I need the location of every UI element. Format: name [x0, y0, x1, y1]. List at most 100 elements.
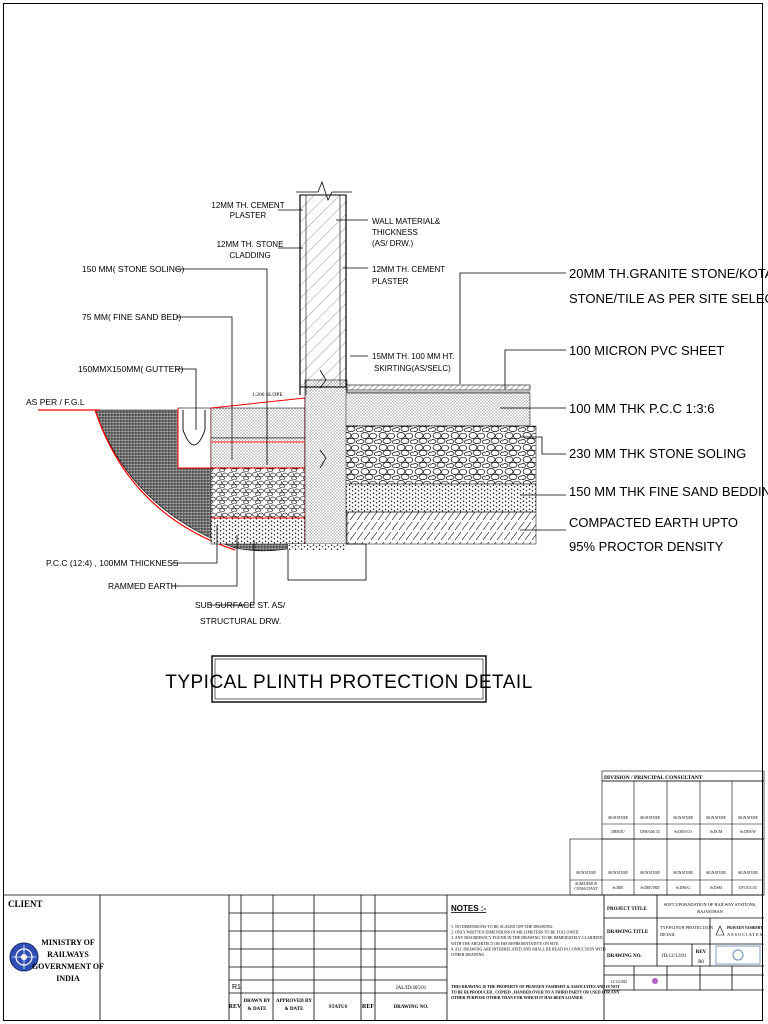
firm-name-1: PRAVEEN VASHISHT: [727, 926, 763, 930]
notes-title: NOTES :-: [451, 904, 486, 913]
signature-label: SIGNATURE: [608, 871, 629, 875]
signature-role: Sr.DEE: [613, 886, 625, 890]
signature-role: Sr.DSM: [710, 886, 722, 890]
property-line: THIS DRAWING IS THE PROPERTY OF PRAVEEN …: [451, 984, 620, 989]
right-floor-layers: [319, 384, 537, 545]
client-name-1: MINISTRY OF: [41, 938, 95, 947]
consultant-grid: [569, 770, 765, 896]
firm-date: 12/12/2023: [611, 980, 628, 984]
client-name-4: INDIA: [56, 974, 80, 983]
rev-header-status: STATUS: [329, 1005, 348, 1010]
firm-name-2: ASSOCIATES: [727, 932, 763, 937]
label-cement-plaster-1: 12MM TH. CEMENT: [211, 201, 284, 210]
label-stone-cladding-2: CLADDING: [229, 251, 270, 260]
note-line: 3. ANY DISCREPANCY FOUND IN THE DRAWING …: [451, 935, 603, 940]
label-compacted-earth-1: COMPACTED EARTH UPTO: [569, 515, 738, 530]
signature-row-top: SIGNATURE DRM/JU SIGNATURE CPM/GM/.JU SIGNAT…: [608, 816, 759, 834]
label-sub-surface-1: SUB SURFACE ST. AS/: [195, 600, 286, 610]
labels-mid: WALL MATERIAL& THICKNESS (AS/ DRW.) 12MM…: [372, 217, 455, 373]
signature-label: SIGNATURE: [640, 816, 661, 820]
note-line: OTHER DRAWING: [451, 952, 484, 957]
signature-label: SIGNATURE: [706, 816, 727, 820]
label-cement-plaster-right-2: PLASTER: [372, 277, 409, 286]
label-stone-soling: 150 MM( STONE SOLING): [82, 264, 185, 274]
label-wall-material-1: WALL MATERIAL&: [372, 217, 441, 226]
property-note: THIS DRAWING IS THE PROPERTY OF PRAVEEN …: [451, 984, 620, 1000]
label-sub-surface-2: STRUCTURAL DRW.: [200, 616, 281, 626]
drawing-title-1: TYP.PLINTH PROTECTION: [660, 925, 714, 930]
label-granite-1: 20MM TH.GRANITE STONE/KOTA: [569, 266, 768, 281]
rev-label: REV: [696, 950, 707, 955]
label-pcc-left: P.C.C (12:4) , 100MM THICKNESS: [46, 558, 179, 568]
project-title-label: PROJECT TITLE: [607, 907, 647, 912]
drawing-title-2: DETAIL: [660, 932, 676, 937]
signature-label: SIGNATURE: [673, 871, 694, 875]
signature-role: DRM/JU: [611, 830, 625, 834]
drawing-title: TYPICAL PLINTH PROTECTION DETAIL: [165, 672, 533, 693]
consultant-header: DIVISION / PRINCIPAL CONSULTANT: [604, 775, 703, 781]
signature-role: Sr.DEN/CO: [674, 830, 692, 834]
label-skirting-2: SKIRTING(AS/SELC): [374, 364, 451, 373]
label-fine-sand-bed: 75 MM( FINE SAND BED): [82, 312, 181, 322]
label-slope: 1:200 SLOPE: [252, 392, 283, 398]
drawing-title-label: DRAWING TITLE: [607, 930, 649, 935]
signature-role: Sr.DEE/TRD: [640, 886, 659, 890]
label-pcc-right: 100 MM THK P.C.C 1:3:6: [569, 401, 714, 416]
rev-header-drawn: DRAWN BY& DATE: [243, 999, 270, 1012]
client-label: CLIENT: [8, 899, 43, 909]
rev-drawing-no: JAL/ID/405/01: [396, 986, 427, 991]
drawing-title-box: TYPICAL PLINTH PROTECTION DETAIL: [165, 655, 533, 703]
rev-header-ref: REF: [362, 1004, 374, 1010]
drawing-no: JD/12/12/01: [662, 954, 687, 959]
signature-role: AGM/DESIGN: [575, 882, 598, 886]
notes-list: 1. NO DIMENSIONS TO BE SCALED OFF THE DR…: [451, 924, 606, 957]
note-line: WITH THE ARCHITECT OR HIS REPRESENTATIVE…: [451, 941, 559, 946]
label-cement-plaster-right-1: 12MM TH. CEMENT: [372, 265, 445, 274]
leader-lines-right: [336, 219, 566, 531]
signature-role: CONSULTANT: [574, 887, 598, 891]
stamp-icon: [652, 978, 658, 984]
foundation-step: [287, 379, 367, 581]
note-line: 4. ALL DRAWING ARE INTERRELATED AND SHAL…: [451, 946, 606, 951]
leader-lines-left: [172, 209, 303, 606]
project-title-2: RAJASTHAN: [697, 909, 723, 914]
label-sand-bedding: 150 MM THK FINE SAND BEDDING: [569, 484, 768, 499]
rev-value: R1: [232, 984, 241, 991]
title-block-frame: [3, 894, 764, 1021]
signature-label: SIGNATURE: [673, 816, 694, 820]
drawing-sheet: [3, 3, 763, 1021]
signature-role: Sr.DEN/W: [740, 830, 756, 834]
qr-logo: [715, 945, 761, 965]
label-skirting-1: 15MM TH. 100 MM HT.: [372, 352, 455, 361]
label-stone-soling-right: 230 MM THK STONE SOLING: [569, 446, 746, 461]
gutter: [177, 407, 212, 469]
label-cement-plaster-2: PLASTER: [230, 211, 267, 220]
label-rammed-earth: RAMMED EARTH: [108, 581, 177, 591]
client-name-2: RAILWAYS: [47, 950, 89, 959]
wall: [296, 180, 352, 395]
rev-header-drawing-no: DRAWING NO.: [394, 1005, 429, 1010]
note-line: 1. NO DIMENSIONS TO BE SCALED OFF THE DR…: [451, 924, 553, 929]
property-line: TO BE REPRODUCED , COPIED , HANDED OVER …: [451, 990, 620, 995]
label-wall-material-2: THICKNESS: [372, 228, 418, 237]
signature-role: Sr.DSE/G: [676, 886, 691, 890]
signature-label: SIGNATURE: [608, 816, 629, 820]
label-fgl: AS PER / F.G.L: [26, 397, 85, 407]
rev-header-rev: REV: [229, 1004, 242, 1010]
railway-logo: [9, 942, 39, 972]
signature-label: SIGNATURE: [706, 871, 727, 875]
drawing-no-label: DRAWING NO.: [607, 954, 642, 959]
firm-logo: PRAVEEN VASHISHT ASSOCIATES: [715, 925, 763, 937]
labels-right: 20MM TH.GRANITE STONE/KOTA STONE/TILE AS…: [569, 266, 768, 554]
label-gutter: 150MMX150MM( GUTTER): [78, 364, 183, 374]
property-line: OTHER PURPOSE OTHER THAN FOR WHICH IT HA…: [451, 995, 583, 1000]
labels-left: 12MM TH. CEMENT PLASTER 12MM TH. STONE C…: [26, 201, 286, 626]
rev-value-r0: R0: [698, 960, 704, 965]
label-stone-cladding-1: 12MM TH. STONE: [217, 240, 284, 249]
label-compacted-earth-2: 95% PROCTOR DENSITY: [569, 539, 724, 554]
signature-role: CPM/GM/.JU: [640, 830, 661, 834]
client-name-3: GOVERNMENT OF: [32, 962, 104, 971]
left-layers: [210, 397, 306, 545]
signature-label: SIGNATURE: [738, 871, 759, 875]
